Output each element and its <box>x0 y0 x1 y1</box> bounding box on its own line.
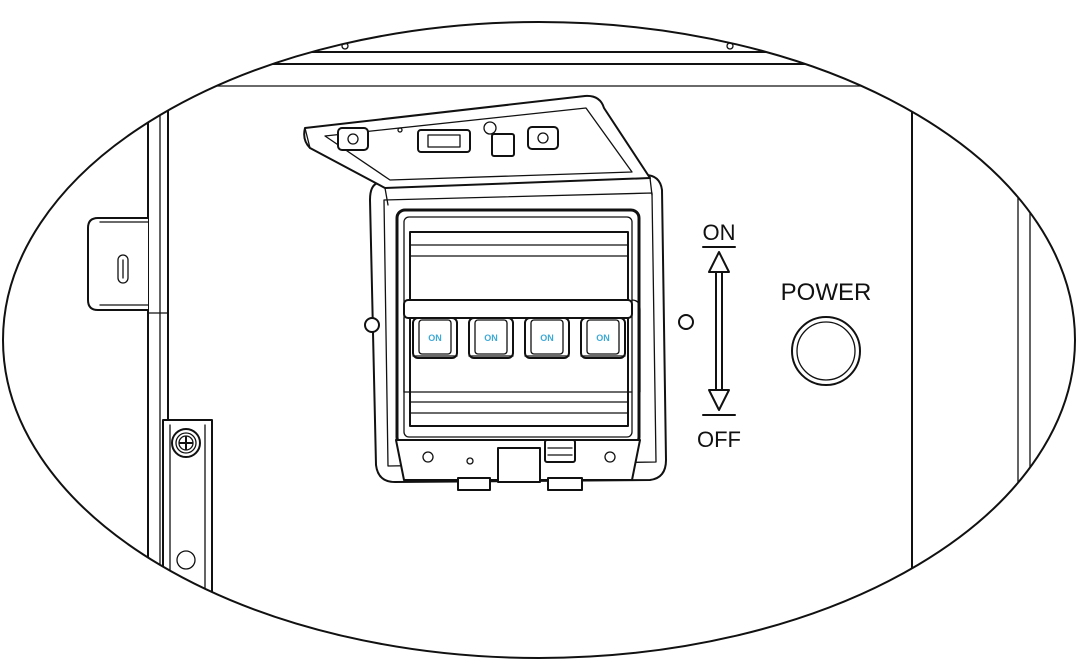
breaker-pole[interactable]: ON <box>468 317 514 359</box>
ground-strip <box>162 419 213 658</box>
breaker-poles: ON ON ON ON <box>412 317 626 359</box>
off-label: OFF <box>697 427 741 452</box>
on-label: ON <box>703 220 736 245</box>
pole-label: ON <box>540 333 554 343</box>
power-indicator: POWER <box>781 279 872 386</box>
double-arrow-icon <box>708 251 730 411</box>
power-light-icon <box>791 316 861 386</box>
cabinet-right-edge <box>911 85 1031 658</box>
hinged-cover[interactable] <box>303 94 653 206</box>
power-label: POWER <box>781 279 872 306</box>
breaker-body <box>403 231 641 427</box>
left-frame-rail <box>147 99 169 658</box>
housing-bottom-latch <box>395 439 641 491</box>
callout-border <box>2 21 1076 659</box>
breaker-pole[interactable]: ON <box>524 317 570 359</box>
ground-screw-icon <box>171 428 201 458</box>
breaker-pole[interactable]: ON <box>412 317 458 359</box>
pole-label: ON <box>596 333 610 343</box>
cabinet-top-edge <box>3 42 1075 87</box>
pole-label: ON <box>484 333 498 343</box>
on-off-indicator: ON OFF <box>697 220 741 452</box>
pole-label: ON <box>428 333 442 343</box>
breaker-pole[interactable]: ON <box>580 317 626 359</box>
mounting-bracket <box>87 217 149 311</box>
callout-content: ON ON ON ON <box>3 42 1075 658</box>
